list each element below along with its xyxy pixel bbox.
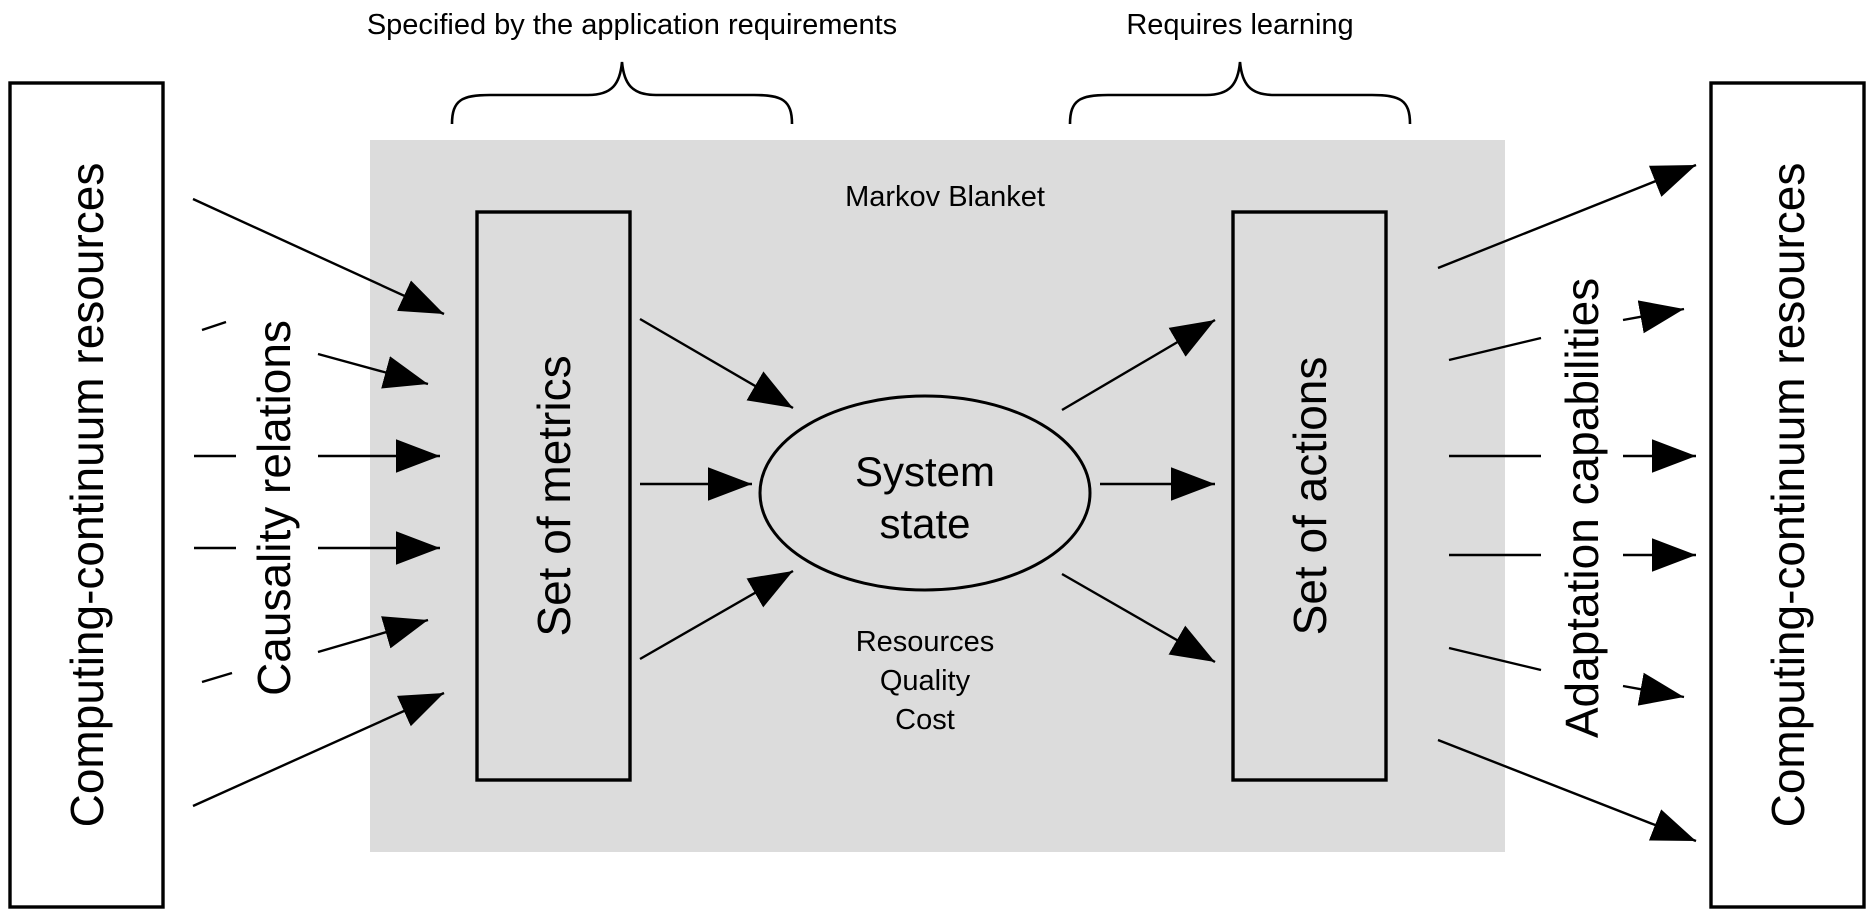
causality-relations-label: Causality relations <box>248 320 300 696</box>
state-property-resources: Resources <box>856 626 995 658</box>
metrics-state-arrow <box>639 317 794 410</box>
metrics-state-arrow <box>639 569 794 661</box>
state-actions-arrow <box>1061 318 1216 412</box>
markov-blanket-label: Markov Blanket <box>845 181 1045 213</box>
state-property-cost: Cost <box>895 704 955 736</box>
causality-dash <box>201 671 233 684</box>
right-brace <box>1068 61 1412 125</box>
metrics-label: Set of metrics <box>528 355 580 636</box>
left-brace-label: Specified by the application requirement… <box>367 9 897 41</box>
incoming-arrow <box>317 352 429 389</box>
outgoing-arrow <box>1622 300 1685 334</box>
causality-dash <box>201 320 227 332</box>
markov-blanket-region <box>370 140 1505 852</box>
state-property-quality: Quality <box>880 665 971 697</box>
metrics-to-state-arrows <box>639 317 794 661</box>
system-state-label-line1: System <box>855 448 995 495</box>
right-brace-label: Requires learning <box>1126 9 1353 41</box>
actions-box <box>1231 210 1388 782</box>
state-actions-arrow <box>1061 572 1216 664</box>
state-to-actions-arrows <box>1061 318 1216 664</box>
metrics-box <box>475 210 632 782</box>
right-resource-box <box>1709 81 1866 909</box>
outgoing-arrow <box>1437 738 1697 843</box>
actions-label: Set of actions <box>1284 357 1336 636</box>
outgoing-arrow <box>1437 163 1697 270</box>
system-state-label-line2: state <box>879 500 970 547</box>
left-resource-label: Computing-continuum resources <box>61 163 113 828</box>
incoming-arrow <box>317 616 429 654</box>
left-incoming-arrows <box>192 197 445 808</box>
system-state-ellipse <box>758 394 1092 592</box>
outgoing-arrow <box>1448 336 1542 362</box>
left-brace <box>450 61 794 125</box>
left-resource-box <box>8 81 165 909</box>
right-resource-label: Computing-continuum resources <box>1762 163 1814 828</box>
incoming-arrow <box>192 197 445 316</box>
outgoing-arrow <box>1622 672 1685 706</box>
outgoing-arrow <box>1448 646 1542 672</box>
adaptation-capabilities-label: Adaptation capabilities <box>1556 278 1608 738</box>
incoming-arrow <box>192 691 445 808</box>
right-outgoing-arrows <box>1437 163 1697 843</box>
